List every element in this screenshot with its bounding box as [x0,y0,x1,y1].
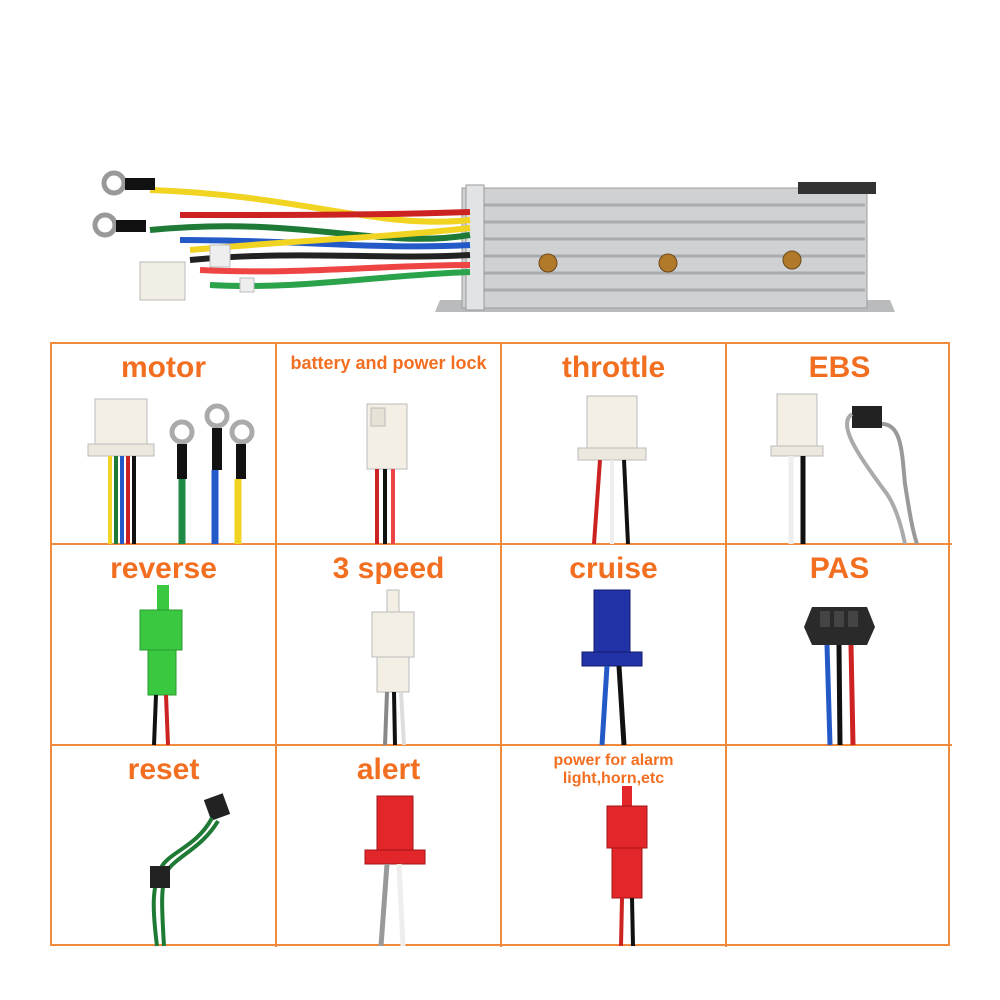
connector-grid: motor battery and power lock [50,342,952,947]
motor-connector-icon [87,398,255,544]
battery-connector-icon [366,403,408,544]
cell-label: throttle [561,351,666,384]
cell-label: motor [121,351,206,384]
throttle-connector-icon [577,395,647,545]
ebs-connector-icon [770,393,919,545]
cell-label: reset [127,753,200,786]
cell-alarm-power: power for alarm light,horn,etc [502,746,727,947]
alarm-power-connector-icon [606,786,648,947]
cell-label: PAS [809,552,870,585]
three-speed-connector-icon [371,589,415,746]
cell-empty [727,746,952,947]
cell-motor: motor [52,344,277,545]
cell-label: reverse [110,552,217,585]
cell-label: alert [356,753,421,786]
reverse-connector-icon [139,585,183,746]
cell-label: 3 speed [332,552,445,585]
cell-pas: PAS [727,545,952,746]
cell-battery: battery and power lock [277,344,502,545]
cell-label: battery and power lock [290,353,487,373]
cruise-connector-icon [581,589,643,746]
cell-label: cruise [569,552,658,585]
cell-throttle: throttle [502,344,727,545]
cell-alert: alert [277,746,502,947]
motor-controller-image [92,170,895,312]
alert-connector-icon [364,795,426,947]
motor-controller-icon [92,170,895,312]
cell-cruise: cruise [502,545,727,746]
cell-label: power for alarm light,horn,etc [553,752,674,787]
cell-reverse: reverse [52,545,277,746]
cell-label: EBS [808,351,871,384]
cell-ebs: EBS [727,344,952,545]
reset-connector-icon [150,793,231,947]
cell-reset: reset [52,746,277,947]
cell-3speed: 3 speed [277,545,502,746]
pas-connector-icon [804,607,875,746]
